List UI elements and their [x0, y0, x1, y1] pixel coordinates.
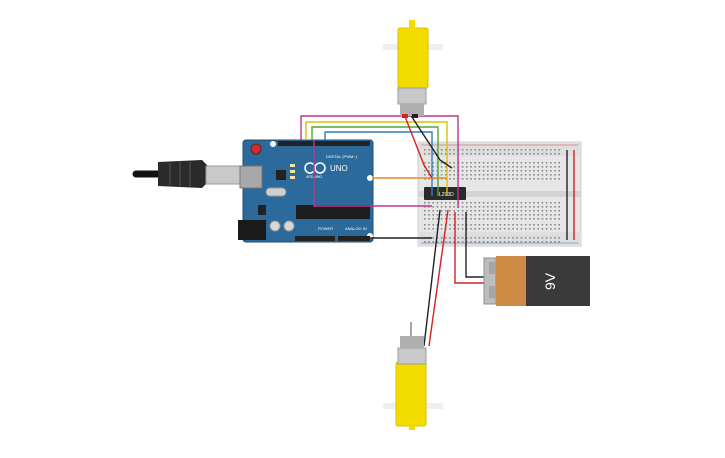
- ic-chip-icon[interactable]: L293D: [424, 187, 466, 200]
- power-jack: [238, 220, 266, 240]
- wire-green: [311, 126, 439, 196]
- atmega-chip: [296, 205, 370, 219]
- wire-black-motor-top: [409, 113, 453, 169]
- wire-red-motor-top: [403, 113, 433, 179]
- wire-blue: [324, 131, 433, 196]
- usb-cable-icon[interactable]: [132, 160, 253, 188]
- wire-black-battery: [465, 212, 488, 278]
- wire-black-motor-bottom: [423, 209, 441, 347]
- battery-label: 9V: [542, 272, 558, 290]
- breadboard-holes: [424, 149, 560, 243]
- signal-wires: [300, 113, 575, 347]
- reset-button[interactable]: [250, 143, 262, 155]
- wire-red-battery: [454, 212, 488, 284]
- power-header: [295, 236, 335, 241]
- wire-yellow: [305, 121, 448, 196]
- battery-icon[interactable]: 9V: [483, 256, 590, 306]
- digital-pins-label: DIGITAL (PWM~): [326, 154, 358, 159]
- wire-red-motor-bottom: [428, 209, 449, 347]
- analog-label: ANALOG IN: [345, 226, 367, 231]
- dc-motor-icon[interactable]: [383, 20, 443, 118]
- digital-header: [278, 141, 370, 146]
- usb-port: [239, 165, 263, 189]
- power-label: POWER: [318, 226, 333, 231]
- board-model-label: UNO: [330, 164, 348, 173]
- dc-motor-bottom-icon[interactable]: [383, 322, 443, 430]
- arduino-uno-board[interactable]: UNO DIGITAL (PWM~) ARDUINO POWER ANALOG …: [238, 139, 374, 243]
- wire-magenta: [300, 115, 459, 208]
- wire-magenta-2: [313, 140, 432, 207]
- breadboard[interactable]: L293D: [417, 141, 582, 247]
